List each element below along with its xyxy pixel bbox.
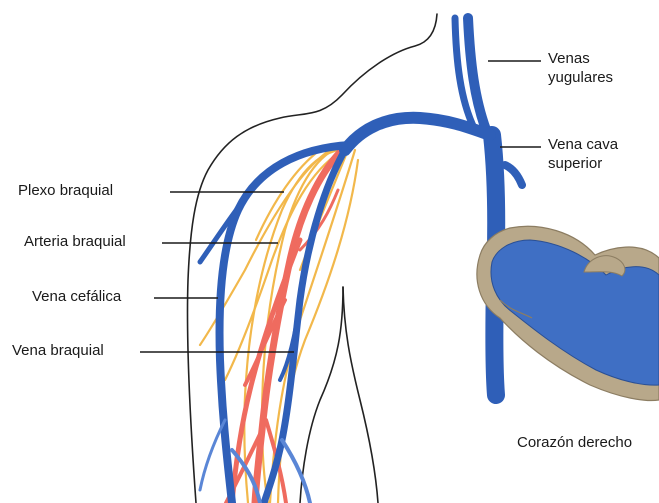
label-venas-yugulares-line2: yugulares (548, 69, 613, 88)
inner-arm-outline (300, 287, 343, 503)
label-vena-cava-line2: superior (548, 155, 618, 174)
torso-outline (343, 287, 378, 503)
venous-system (200, 18, 522, 503)
subclavian-vein (345, 118, 490, 150)
right-heart (477, 226, 659, 400)
label-vena-cava-superior: Vena cava superior (548, 136, 618, 174)
label-venas-yugulares-line1: Venas (548, 50, 613, 69)
label-corazon-derecho: Corazón derecho (517, 434, 632, 453)
label-plexo-braquial: Plexo braquial (18, 182, 113, 201)
label-vena-cava-line1: Vena cava (548, 136, 618, 155)
label-venas-yugulares: Venas yugulares (548, 50, 613, 88)
label-vena-braquial: Vena braquial (12, 342, 104, 361)
label-vena-cefalica: Vena cefálica (32, 288, 121, 307)
label-arteria-braquial: Arteria braquial (24, 233, 126, 252)
